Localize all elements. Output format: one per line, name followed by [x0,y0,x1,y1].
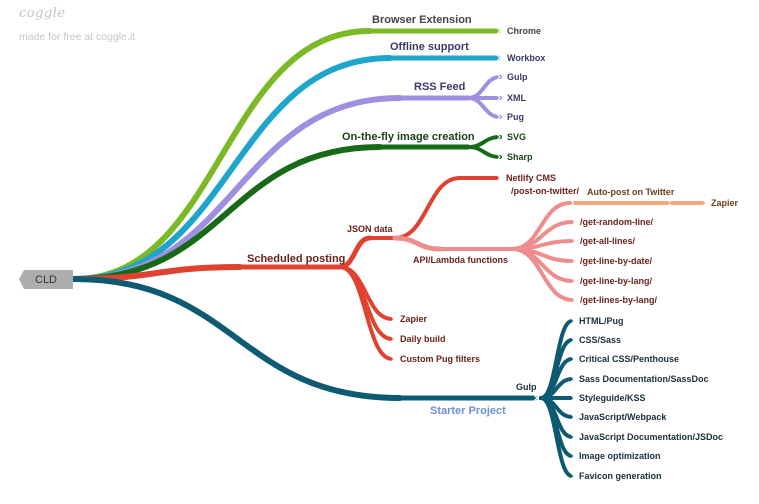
chevron-icon [571,237,576,245]
central-node-shape [19,270,73,289]
chevron-icon [702,199,707,207]
chevron-icon [571,296,576,304]
node-gulp-html-pug[interactable]: HTML/Pug [579,316,624,326]
chevron-icon [570,452,575,460]
chevron-icon [570,317,575,325]
node-route-get-lines-by-lang[interactable]: /get-lines-by-lang/ [580,295,658,305]
chevron-icon [571,218,576,226]
node-chrome[interactable]: Chrome [507,26,541,36]
chevron-icon [390,315,395,323]
branch-line-gulp-child [539,396,574,478]
chevron-icon [496,54,501,62]
node-offline-support[interactable]: Offline support [390,41,469,53]
branch-line-scheduled-child [338,265,394,361]
node-scheduled-daily-build[interactable]: Daily build [400,334,446,344]
node-starter-project[interactable]: Starter Project [430,405,506,417]
node-route-get-line-by-lang[interactable]: /get-line-by-lang/ [580,276,652,286]
branch-line-image-creation [71,144,383,282]
branch-line-rss-child [466,75,502,100]
chevron-icon [570,336,575,344]
node-auto-post[interactable]: Auto-post on Twitter [587,187,675,197]
node-gulp-critical-css-penthouse[interactable]: Critical CSS/Penthouse [579,354,679,364]
chevron-icon [571,257,576,265]
chevron-icon [570,433,575,441]
chevron-icon [390,335,395,343]
chevron-icon [570,472,575,480]
node-gulp-javascript-documentation-jsdoc[interactable]: JavaScript Documentation/JSDoc [579,432,723,442]
chevron-icon [570,375,575,383]
node-scheduled-posting[interactable]: Scheduled posting [247,253,345,265]
node-gulp-image-optimization[interactable]: Image optimization [579,451,661,461]
coggle-logo: coggle [19,6,66,21]
node-api-lambda[interactable]: API/Lambda functions [413,255,508,265]
node-json-data[interactable]: JSON data [347,224,394,234]
node-image-creation[interactable]: On-the-fly image creation [342,131,475,143]
branch-line-api-lambda [392,235,443,252]
branch-lines [71,27,707,480]
node-post-on-twitter[interactable]: /post-on-twitter/ [511,186,579,196]
branch-line-route [510,247,575,302]
chevron-icon [390,355,395,363]
node-workbox[interactable]: Workbox [507,53,545,63]
node-scheduled-zapier[interactable]: Zapier [400,314,428,324]
branch-line-rss-child [466,96,502,119]
node-gulp-styleguide-kss[interactable]: Styleguide/KSS [579,393,646,403]
chevron-icon [496,27,501,35]
node-gulp-javascript-webpack[interactable]: JavaScript/Webpack [579,412,667,422]
branch-line-scheduled-child [338,265,394,341]
chevron-icon [496,174,501,182]
chevron-icon [496,113,501,121]
chevron-icon [533,394,538,402]
chevron-icon [570,413,575,421]
chevron-icon [571,277,576,285]
branch-line-netlify [393,176,462,240]
node-zapier-twitter[interactable]: Zapier [711,198,739,208]
chevron-icon [496,133,501,141]
node-netlify-cms[interactable]: Netlify CMS [506,173,556,183]
node-rss-xml[interactable]: XML [507,93,527,103]
node-gulp[interactable]: Gulp [516,382,537,392]
node-route-get-random-line[interactable]: /get-random-line/ [580,217,654,227]
chevron-icon [570,394,575,402]
node-browser-extension[interactable]: Browser Extension [372,14,472,26]
node-rss-pug[interactable]: Pug [507,112,524,122]
node-route-get-line-by-date[interactable]: /get-line-by-date/ [580,256,653,266]
central-node[interactable]: CLD [19,270,73,289]
node-image-svg[interactable]: SVG [507,132,526,142]
node-rss-feed[interactable]: RSS Feed [414,81,465,93]
made-with-coggle-link[interactable]: made for free at coggle.it [19,31,136,43]
branch-line-starter-project [71,276,403,401]
node-gulp-sass-documentation-sassdoc[interactable]: Sass Documentation/SassDoc [579,374,709,384]
node-route-get-all-lines[interactable]: /get-all-lines/ [580,236,636,246]
node-scheduled-custom-pug-filters[interactable]: Custom Pug filters [400,354,480,364]
branch-line-image-child [466,145,502,159]
node-gulp-css-sass[interactable]: CSS/Sass [579,335,621,345]
chevron-icon [496,73,501,81]
node-rss-gulp[interactable]: Gulp [507,72,528,82]
chevron-icon [496,94,501,102]
node-gulp-favicon-generation[interactable]: Favicon generation [579,471,662,481]
node-image-sharp[interactable]: Sharp [507,152,533,162]
chevron-icon [496,153,501,161]
chevron-icon [570,355,575,363]
branch-line-offline-support [71,55,393,282]
central-node-label: CLD [35,274,57,286]
